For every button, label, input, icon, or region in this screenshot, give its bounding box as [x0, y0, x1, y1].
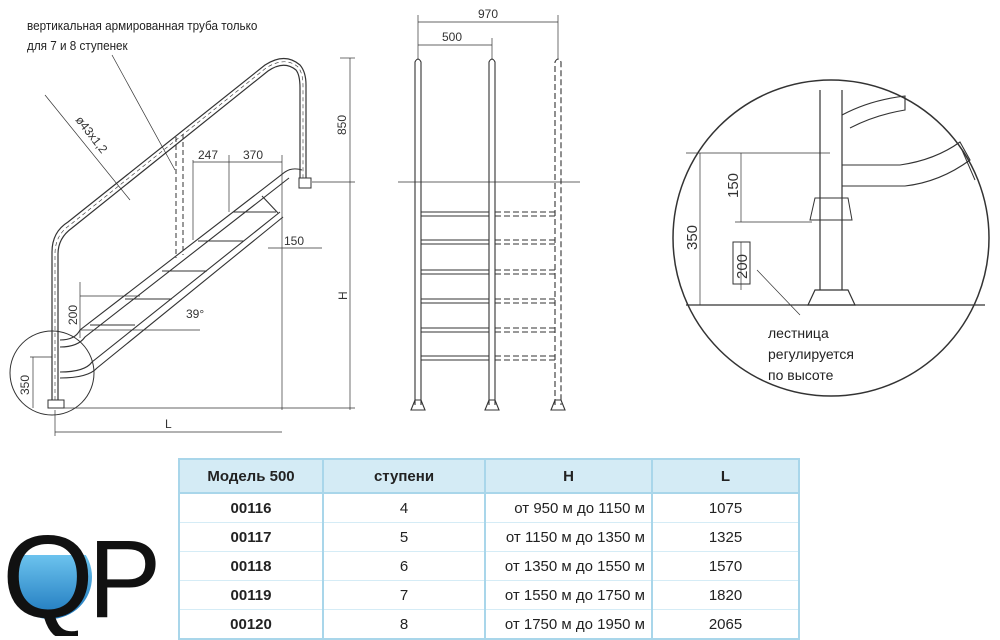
stringers — [59, 168, 303, 379]
cell-l: 1570 — [652, 551, 800, 581]
rungs — [421, 211, 555, 361]
front-view: 970 500 — [398, 7, 580, 411]
detail-150-label: 150 — [725, 173, 742, 198]
detail-200-label: 200 — [734, 254, 751, 279]
handrail — [51, 57, 307, 405]
cell-h: от 950 м до 1150 м — [485, 493, 653, 523]
cell-model: 00118 — [179, 551, 324, 581]
dim-370-label: 370 — [243, 148, 263, 162]
angle-label: 39° — [186, 307, 204, 321]
detail-callout-circle — [9, 330, 95, 416]
detail-circle — [672, 79, 990, 397]
side-view: ø43x1,2 850 247 370 150 H 200 39° 350 L — [9, 54, 355, 436]
cell-model: 00116 — [179, 493, 324, 523]
cell-h: от 1150 м до 1350 м — [485, 522, 653, 552]
cell-model: 00120 — [179, 609, 324, 640]
posts — [410, 58, 566, 411]
cell-h: от 1350 м до 1550 м — [485, 551, 653, 581]
header-model: Модель 500 — [179, 459, 324, 494]
detail-note-line3: по высоте — [768, 367, 834, 383]
table-header-row: Модель 500 ступени H L — [179, 459, 800, 494]
note-line-2: для 7 и 8 ступенек — [27, 38, 128, 53]
cell-model: 00119 — [179, 580, 324, 610]
dim-850-label: 850 — [335, 115, 349, 135]
qp-logo: Q P — [2, 515, 161, 636]
reinforced-vertical-pipe — [175, 134, 184, 258]
dim-500-label: 500 — [442, 30, 462, 44]
dim-200-side-label: 200 — [66, 305, 80, 325]
reinforced-pipe-note: вертикальная армированная труба только д… — [27, 16, 257, 56]
header-steps: ступени — [323, 459, 486, 494]
dimension-lines — [30, 54, 355, 436]
detail-200-box — [732, 241, 751, 285]
detail-350-label: 350 — [684, 225, 701, 250]
cell-l: 1820 — [652, 580, 800, 610]
cell-steps: 6 — [323, 551, 486, 581]
cell-l: 1075 — [652, 493, 800, 523]
cell-h: от 1550 м до 1750 м — [485, 580, 653, 610]
dim-150-side-label: 150 — [284, 234, 304, 248]
dim-970-label: 970 — [478, 7, 498, 21]
header-l: L — [652, 459, 800, 494]
cell-steps: 5 — [323, 522, 486, 552]
dim-H-label: H — [336, 291, 350, 300]
svg-text:P: P — [88, 518, 161, 636]
dim-247-label: 247 — [198, 148, 218, 162]
dim-L-label: L — [165, 417, 172, 431]
foot-base — [47, 399, 65, 409]
ladder-technical-drawing: ø43x1,2 850 247 370 150 H 200 39° 350 L — [9, 7, 990, 436]
cell-steps: 7 — [323, 580, 486, 610]
treads — [90, 211, 276, 326]
note-line-1: вертикальная армированная труба только — [27, 18, 258, 33]
detail-note-line2: регулируется — [768, 346, 854, 362]
svg-text:Q: Q — [2, 515, 94, 636]
cell-l: 1325 — [652, 522, 800, 552]
header-h: H — [485, 459, 653, 494]
cell-h: от 1750 м до 1950 м — [485, 609, 653, 640]
cell-l: 2065 — [652, 609, 800, 640]
detail-note-line1: лестница — [768, 325, 829, 341]
cell-steps: 8 — [323, 609, 486, 640]
cell-steps: 4 — [323, 493, 486, 523]
wall-anchor — [298, 177, 312, 189]
dim-350-side-label: 350 — [18, 375, 32, 395]
detail-view: 350 150 200 лестница регулируется по выс… — [672, 79, 990, 397]
pipe-diameter-label: ø43x1,2 — [73, 113, 111, 156]
cell-model: 00117 — [179, 522, 324, 552]
